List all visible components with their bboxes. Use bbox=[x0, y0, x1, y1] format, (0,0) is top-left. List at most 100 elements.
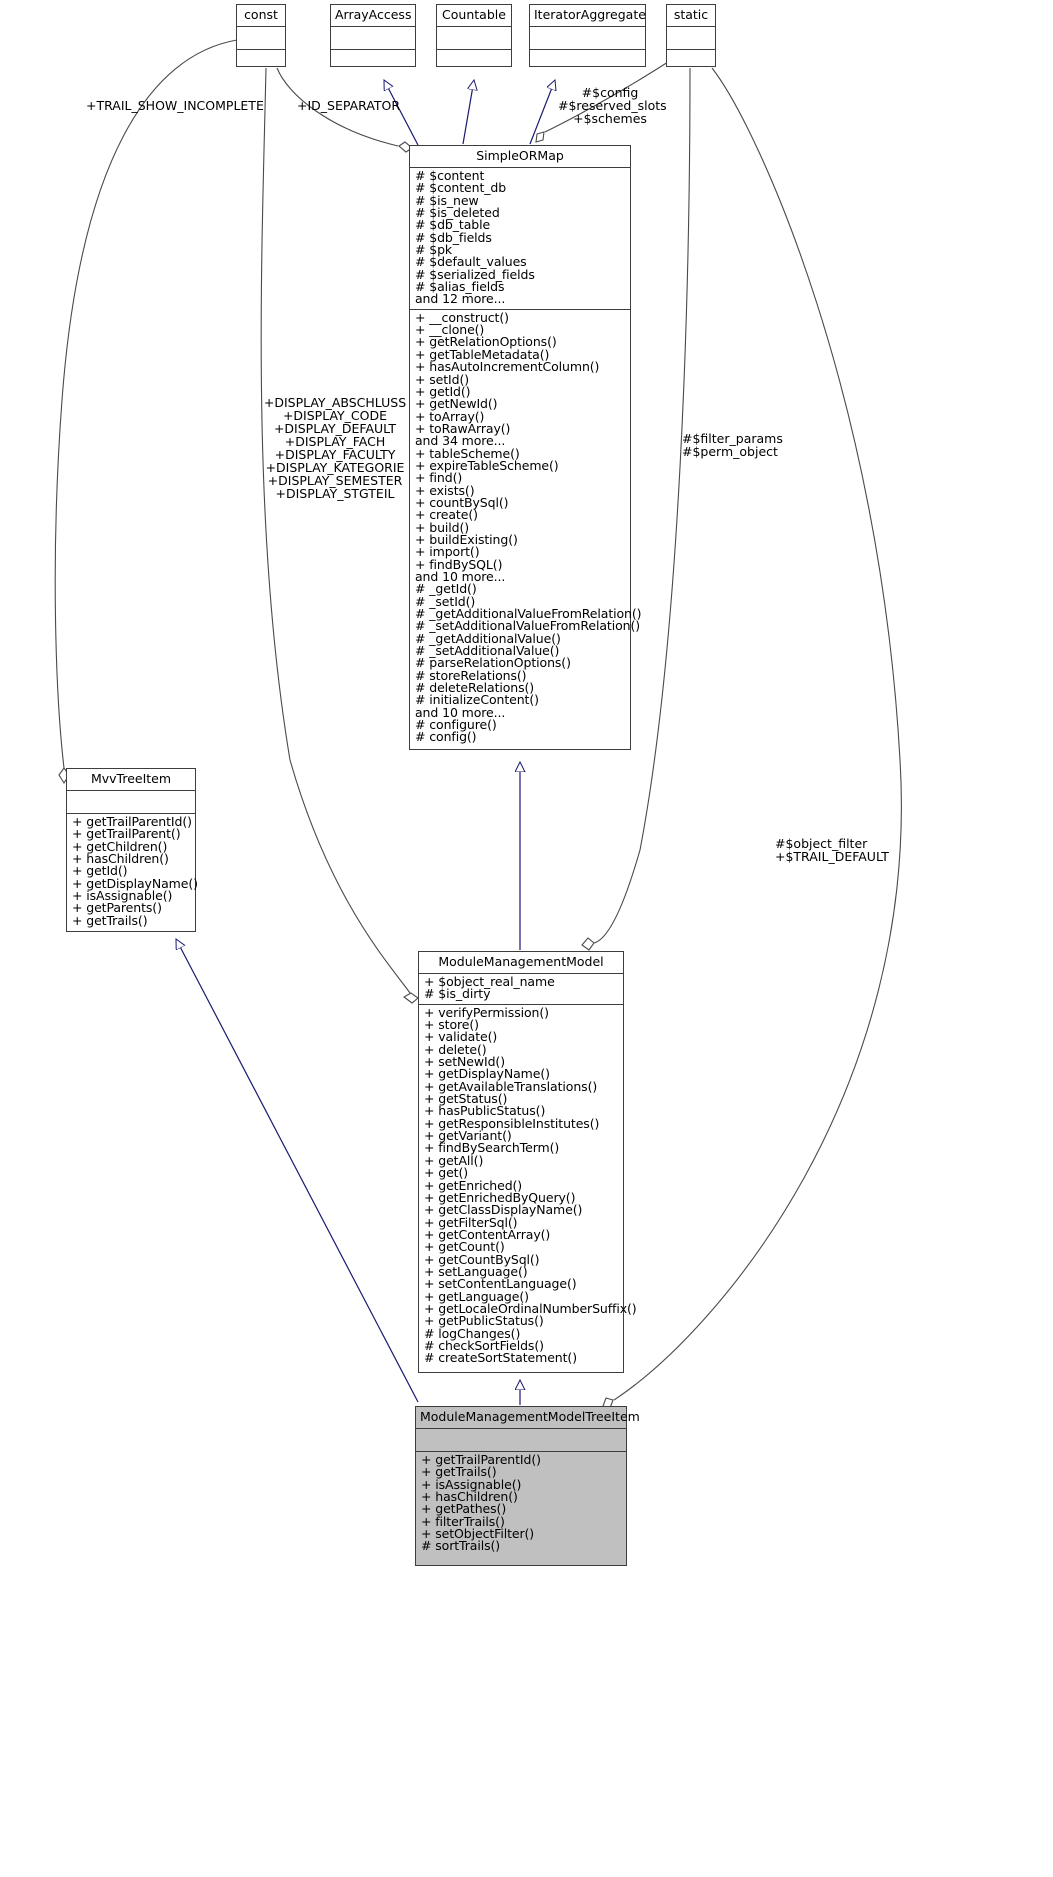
class-member-row: # checkSortFields() bbox=[424, 1337, 544, 1353]
class-member-row: + getTableMetadata() bbox=[415, 346, 550, 362]
class-member-row: + build() bbox=[415, 519, 470, 535]
divider bbox=[416, 1451, 626, 1452]
class-member-row: + find() bbox=[415, 470, 463, 486]
class-member-row: # parseRelationOptions() bbox=[415, 655, 571, 671]
class-member-row: # $is_new bbox=[415, 192, 479, 208]
class-member-row: + getCountBySql() bbox=[424, 1251, 540, 1267]
class-member-row: + getDisplayName() bbox=[72, 875, 198, 891]
edge-label-line: +$TRAIL_DEFAULT bbox=[775, 849, 889, 864]
edge-label-display-constants: +DISPLAY_ABSCHLUSS+DISPLAY_CODE+DISPLAY_… bbox=[262, 396, 408, 500]
class-member-row: # _setId() bbox=[415, 593, 476, 609]
edge-label-line: +$schemes bbox=[573, 111, 647, 126]
class-member-row: # _getAdditionalValue() bbox=[415, 630, 561, 646]
class-member-row: + setId() bbox=[415, 371, 470, 387]
class-title-simpleormap: SimpleORMap bbox=[476, 148, 564, 163]
class-member-row: # _getAdditionalValueFromRelation() bbox=[415, 606, 642, 622]
edge-label-id-separator: +ID_SEPARATOR bbox=[297, 98, 401, 113]
class-member-row: + __construct() bbox=[415, 309, 509, 325]
class-member-row: + getTrailParent() bbox=[72, 826, 181, 842]
class-member-row: + get() bbox=[424, 1165, 469, 1181]
divider bbox=[67, 790, 195, 791]
class-member-row: # $content_db bbox=[415, 180, 507, 196]
divider bbox=[419, 1003, 623, 1005]
class-member-row: + hasChildren() bbox=[421, 1489, 518, 1505]
class-member-row: + getTrailParentId() bbox=[421, 1452, 541, 1467]
class-member-row: + import() bbox=[415, 544, 480, 560]
class-attributes-arrayaccess bbox=[331, 27, 415, 49]
class-box-modulemanagementmodeltreeitem[interactable]: ModuleManagementModelTreeItem + getTrail… bbox=[415, 1406, 640, 1566]
class-box-arrayaccess[interactable]: ArrayAccess bbox=[330, 4, 416, 67]
class-member-row: # createSortStatement() bbox=[424, 1350, 577, 1366]
class-member-row: + getClassDisplayName() bbox=[424, 1202, 583, 1218]
class-member-row: # deleteRelations() bbox=[415, 680, 535, 696]
class-member-row: + getCount() bbox=[424, 1239, 505, 1255]
class-member-row: + getAll() bbox=[424, 1152, 484, 1168]
class-box-iteratoraggregate[interactable]: IteratorAggregate bbox=[529, 4, 646, 67]
class-member-row: + getTrailParentId() bbox=[72, 814, 192, 829]
class-box-static[interactable]: static bbox=[666, 4, 716, 67]
class-member-row: + getAvailableTranslations() bbox=[424, 1078, 598, 1094]
divider bbox=[67, 813, 195, 814]
edge-label-trail-show-incomplete: +TRAIL_SHOW_INCOMPLETE bbox=[86, 98, 264, 113]
class-member-row: # $db_fields bbox=[415, 229, 492, 245]
class-member-row: + buildExisting() bbox=[415, 531, 518, 547]
class-title-const: const bbox=[244, 7, 278, 22]
class-box-simpleormap[interactable]: SimpleORMap # $content# $content_db# $is… bbox=[409, 145, 642, 750]
class-attributes-modulemanagementmodel: + $object_real_name# $is_dirty bbox=[419, 974, 623, 1004]
class-member-row: + getPathes() bbox=[421, 1501, 507, 1517]
class-box-const[interactable]: const bbox=[236, 4, 286, 67]
divider bbox=[667, 49, 715, 50]
class-methods-modulemanagementmodeltreeitem: + getTrailParentId()+ getTrails()+ isAss… bbox=[416, 1452, 626, 1556]
class-attributes-countable bbox=[437, 27, 511, 49]
class-member-row: + findBySQL() bbox=[415, 556, 503, 572]
divider bbox=[331, 49, 415, 50]
class-box-countable[interactable]: Countable bbox=[436, 4, 512, 67]
class-member-row: + toRawArray() bbox=[415, 420, 511, 436]
class-box-modulemanagementmodel[interactable]: ModuleManagementModel + $object_real_nam… bbox=[418, 951, 637, 1373]
class-member-row: + getLocaleOrdinalNumberSuffix() bbox=[424, 1300, 637, 1316]
edge-const-to-mvvtreeitem bbox=[54, 39, 238, 785]
class-member-row: + getDisplayName() bbox=[424, 1066, 550, 1082]
class-attributes-static bbox=[667, 27, 715, 49]
class-member-row: # $content bbox=[415, 168, 485, 183]
class-member-row: + getNewId() bbox=[415, 396, 498, 412]
class-methods-mvvtreeitem: + getTrailParentId()+ getTrailParent()+ … bbox=[67, 814, 198, 930]
class-member-row: + store() bbox=[424, 1017, 479, 1033]
class-member-row: + getTrails() bbox=[72, 912, 148, 928]
class-member-row: + setNewId() bbox=[424, 1054, 505, 1070]
edge-label-config-block: #$config#$reserved_slots+$schemes bbox=[558, 86, 667, 126]
class-member-row: + hasAutoIncrementColumn() bbox=[415, 359, 600, 375]
class-member-row: # sortTrails() bbox=[421, 1538, 501, 1554]
edge-static-to-modulemanagementmodeltreeitem bbox=[602, 67, 902, 1409]
class-attributes-simpleormap: # $content# $content_db# $is_new# $is_de… bbox=[410, 168, 630, 309]
class-member-row: # $serialized_fields bbox=[415, 266, 535, 282]
class-member-row: # _setAdditionalValueFromRelation() bbox=[415, 618, 640, 634]
class-title-iteratoraggregate: IteratorAggregate bbox=[534, 7, 646, 22]
class-member-row: # _setAdditionalValue() bbox=[415, 643, 560, 659]
divider bbox=[410, 308, 630, 310]
class-title-countable: Countable bbox=[442, 7, 506, 22]
class-member-row: + getLanguage() bbox=[424, 1288, 529, 1304]
class-methods-arrayaccess bbox=[331, 50, 415, 72]
class-member-row: # $db_table bbox=[415, 217, 491, 233]
divider bbox=[530, 49, 645, 50]
class-member-row: + getParents() bbox=[72, 900, 162, 916]
class-member-row: + getContentArray() bbox=[424, 1226, 551, 1242]
class-member-row: # $default_values bbox=[415, 254, 527, 270]
class-member-row: + delete() bbox=[424, 1041, 487, 1057]
class-member-row: + create() bbox=[415, 507, 478, 523]
divider bbox=[237, 26, 285, 27]
class-member-row: + isAssignable() bbox=[72, 888, 173, 904]
class-member-row: + getChildren() bbox=[72, 838, 168, 854]
class-member-row: + getId() bbox=[72, 863, 128, 879]
class-member-row: and 12 more... bbox=[415, 291, 506, 307]
class-member-row: + getVariant() bbox=[424, 1128, 512, 1144]
class-member-row: + __clone() bbox=[415, 322, 485, 338]
class-member-row: + getEnrichedByQuery() bbox=[424, 1189, 576, 1205]
edge-label-line: #$perm_object bbox=[682, 444, 778, 459]
class-member-row: + getPublicStatus() bbox=[424, 1313, 544, 1329]
class-member-row: + getFilterSql() bbox=[424, 1214, 518, 1230]
class-box-mvvtreeitem[interactable]: MvvTreeItem + getTrailParentId()+ getTra… bbox=[66, 768, 198, 932]
class-member-row: + toArray() bbox=[415, 408, 485, 424]
class-member-row: + findBySearchTerm() bbox=[424, 1140, 560, 1156]
